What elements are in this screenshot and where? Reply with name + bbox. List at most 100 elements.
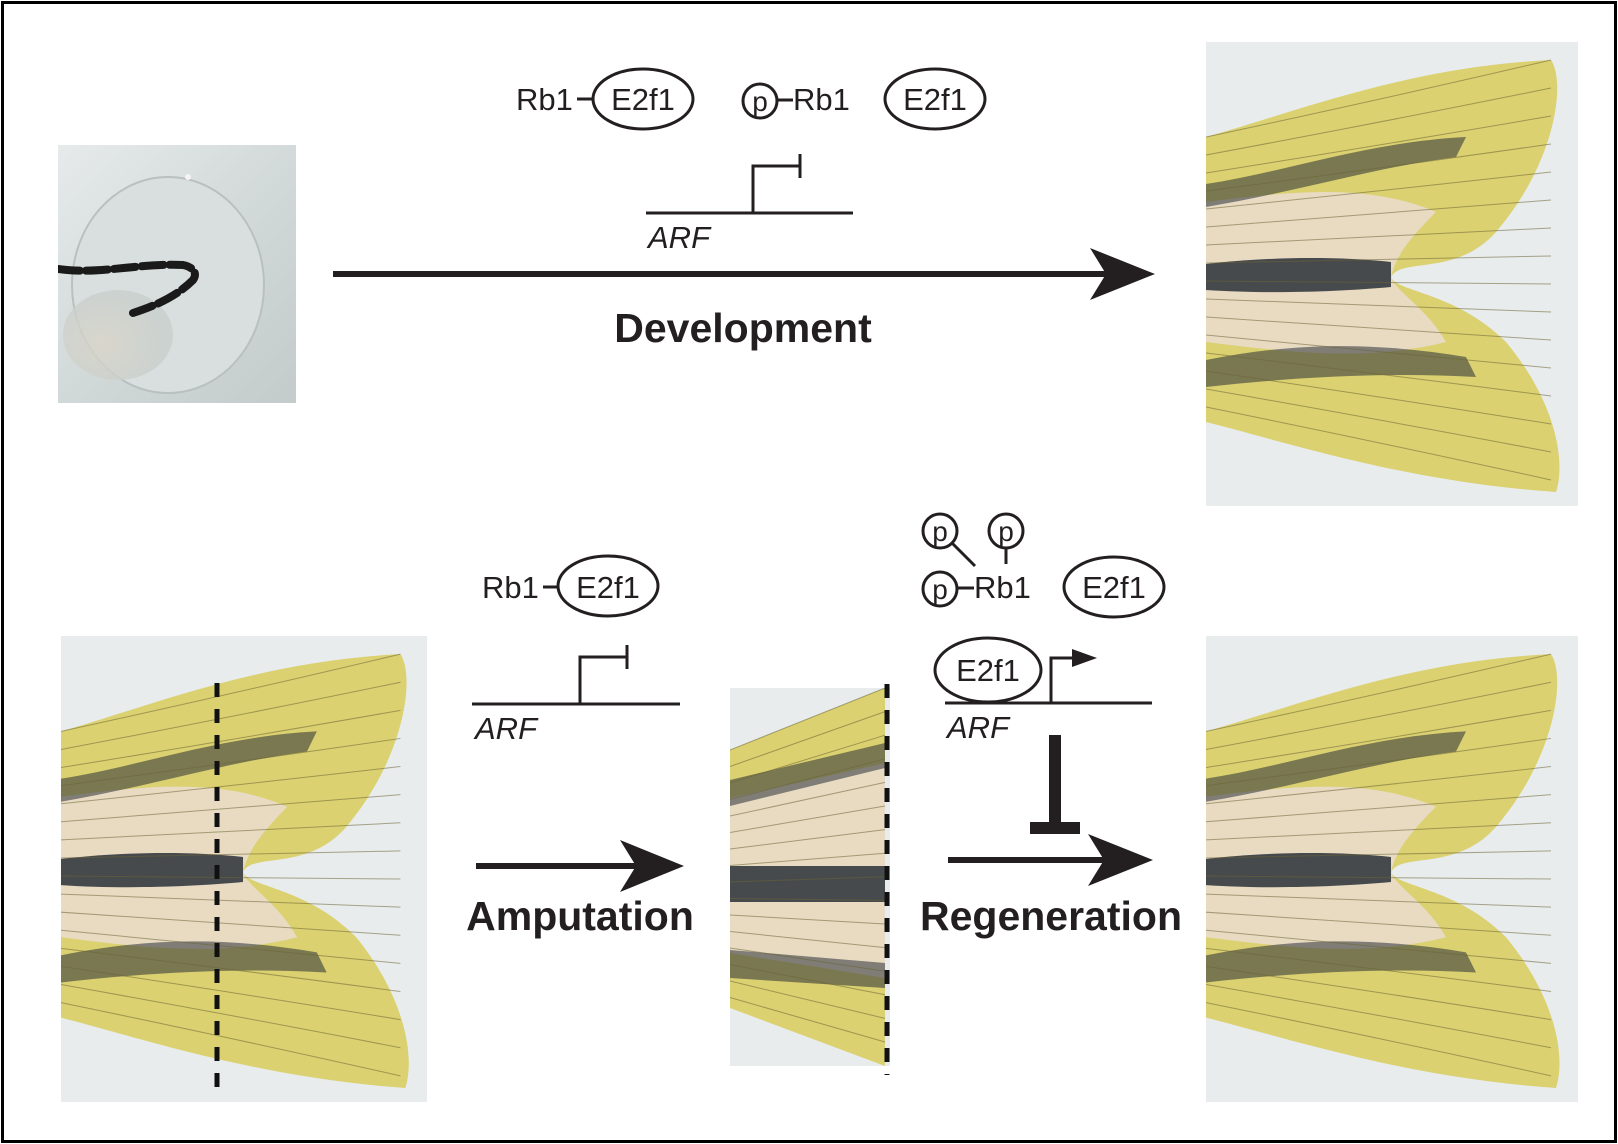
- transcription-arrow-icon: [1072, 649, 1097, 667]
- fin-ray: [61, 681, 401, 750]
- rb1-label: Rb1: [793, 82, 850, 117]
- fin-ray: [1206, 875, 1552, 880]
- arf-label: ARF: [646, 220, 712, 255]
- e2f1-oval: [1062, 555, 1166, 619]
- fin-ray: [730, 688, 886, 751]
- e2f1-oval: [591, 67, 695, 131]
- fin-ray: [1206, 766, 1552, 805]
- fin-dark-stripe: [1206, 258, 1391, 293]
- rb1-label: Rb1: [516, 82, 573, 117]
- bottom-left-arf-gene: ARF: [472, 645, 680, 746]
- promoter-repressed-icon: [751, 164, 800, 213]
- fin-ray: [730, 805, 886, 833]
- fin-ray: [1206, 681, 1552, 750]
- fin-ray: [61, 653, 401, 732]
- fin-ray: [61, 911, 401, 936]
- bottom-inactive-complex: Rb1 E2f1: [482, 554, 660, 618]
- e2f1-oval: [883, 67, 987, 131]
- fin-dark-stripe: [61, 941, 327, 983]
- fin-dark-stripe: [1206, 137, 1466, 207]
- fin-ray: [61, 822, 401, 841]
- hyperphospho-complex: p p p Rb1 E2f1: [921, 512, 1166, 619]
- fin-ray: [1206, 653, 1552, 732]
- fin-ray: [1206, 352, 1552, 397]
- e2f1-oval: [556, 554, 660, 618]
- fin-ray: [61, 794, 401, 823]
- embryo-photo: [58, 145, 296, 403]
- arrow-head-icon: [1088, 834, 1153, 886]
- fin-ray: [61, 875, 401, 880]
- fin-ray: [1206, 370, 1552, 425]
- arrow-head-icon: [620, 840, 684, 892]
- fin-ray: [730, 980, 886, 1019]
- arrow-head-icon: [1090, 248, 1155, 300]
- fin-ray: [730, 914, 886, 925]
- fin-ray: [730, 997, 886, 1043]
- rb1-label: Rb1: [974, 570, 1031, 605]
- fin-ray: [1206, 947, 1552, 993]
- fin-before-amputation-photo: [61, 636, 427, 1102]
- fin-ray: [61, 1002, 401, 1077]
- fin-ray: [61, 766, 401, 805]
- fin-dark-stripe: [730, 950, 885, 988]
- fin-ray: [61, 984, 401, 1049]
- fin-ray: [1206, 171, 1552, 210]
- bound-e2f1-label: E2f1: [956, 653, 1020, 688]
- fin-ray: [730, 947, 886, 972]
- fin-ray: [730, 964, 886, 996]
- fin-ray: [1206, 227, 1552, 246]
- phosphate-label: p: [932, 516, 948, 547]
- fin-ray: [61, 737, 401, 787]
- regeneration-arrow: Regeneration: [920, 834, 1182, 939]
- fin-ray: [1206, 794, 1552, 823]
- fin-ray: [730, 734, 886, 784]
- fin-ray: [1206, 1002, 1552, 1077]
- phosphate-label: p: [998, 516, 1014, 547]
- fin-ray: [1206, 984, 1552, 1049]
- fin-illustration: [1206, 42, 1578, 506]
- fin-ray: [1206, 280, 1552, 285]
- fin-illustration: [1206, 636, 1578, 1102]
- fin-ray: [730, 781, 886, 817]
- fin-ray: [1206, 316, 1552, 341]
- fin-dark-stripe: [61, 731, 317, 802]
- amputation-label: Amputation: [466, 893, 694, 939]
- phosphate-circle: [921, 512, 959, 550]
- development-arrow: Development: [333, 248, 1155, 351]
- arf-label: ARF: [473, 711, 539, 746]
- fin-dark-stripe: [1206, 346, 1476, 387]
- fin-dark-stripe: [730, 866, 885, 902]
- fin-ray: [1206, 255, 1552, 264]
- fin-stump-illustration: [730, 688, 890, 1066]
- fin-ray: [1206, 965, 1552, 1021]
- amputation-arrow: Amputation: [466, 840, 694, 939]
- phospho-bond: [950, 541, 977, 568]
- fin-dark-stripe: [730, 743, 885, 806]
- phosphate-label: p: [932, 574, 948, 605]
- development-label: Development: [614, 305, 872, 351]
- fin-illustration: [61, 636, 427, 1102]
- inhibition-bar-icon: [1030, 822, 1080, 834]
- fin-ray: [730, 898, 886, 901]
- fin-ray: [1206, 737, 1552, 787]
- bottom-right-arf-gene: E2f1 ARF: [933, 636, 1152, 745]
- fin-ray: [1206, 115, 1552, 174]
- rb1-label: Rb1: [482, 570, 539, 605]
- fin-ray: [730, 852, 886, 866]
- fin-ray: [730, 829, 886, 850]
- promoter-repressed-icon: [578, 655, 627, 704]
- promoter-active-icon: [1049, 656, 1075, 703]
- fin-ray: [730, 876, 886, 883]
- regeneration-label: Regeneration: [920, 893, 1182, 939]
- fin-ray: [1206, 143, 1552, 192]
- fin-dark-stripe: [1206, 941, 1476, 983]
- inhibition-symbol: [1030, 735, 1080, 834]
- fin-ray: [61, 965, 401, 1021]
- top-phospho-complex: p Rb1 E2f1: [741, 67, 987, 131]
- fin-ray: [730, 758, 886, 800]
- e2f1-label: E2f1: [903, 82, 967, 117]
- fin-ray: [61, 947, 401, 993]
- phosphate-label: p: [752, 86, 768, 117]
- fin-stump-photo: [730, 688, 890, 1066]
